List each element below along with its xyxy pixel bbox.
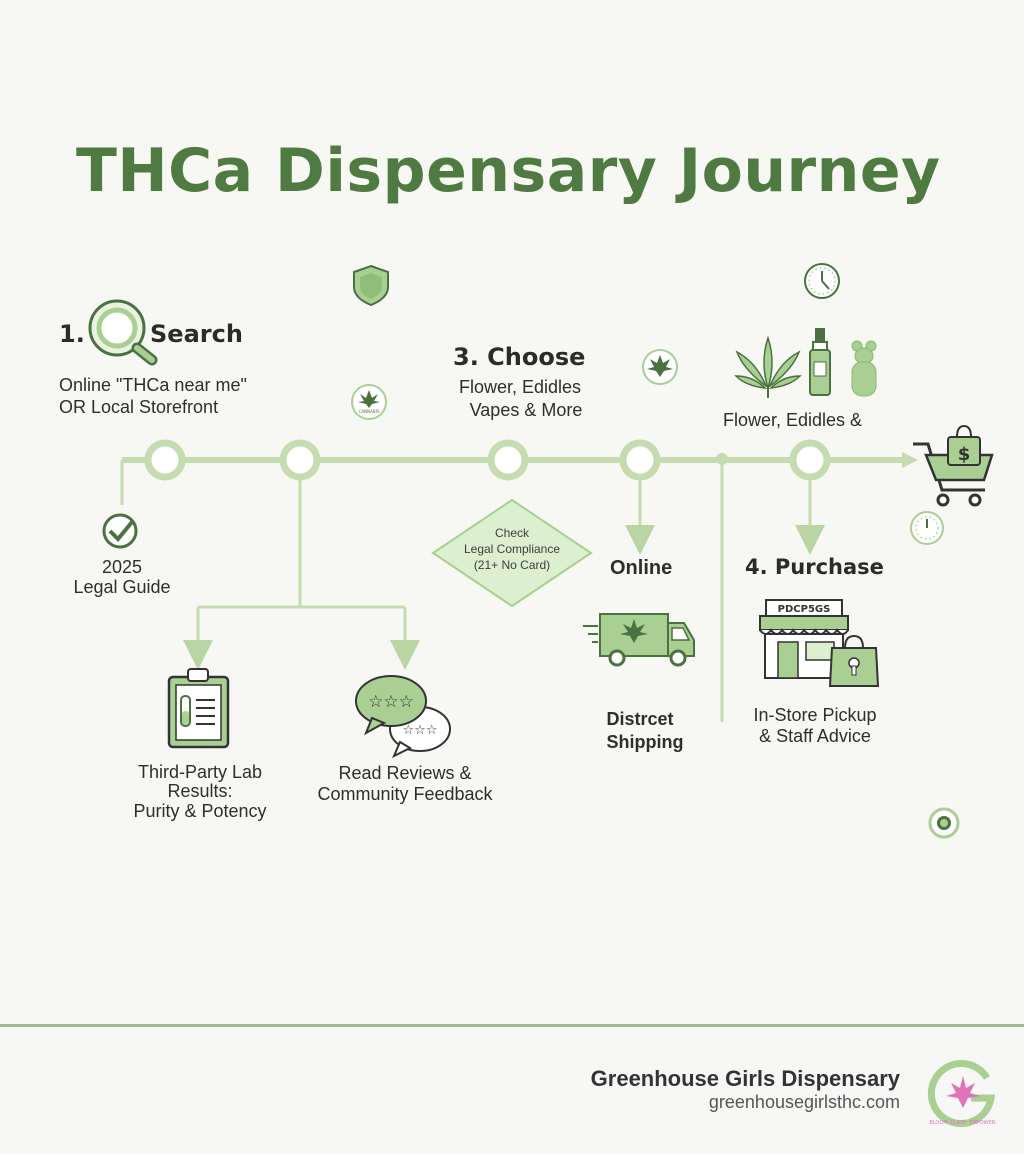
brand-logo[interactable]: BLOOM. ELATE. EMPOWER.: [925, 1054, 1001, 1130]
legal-guide-line1: 2025: [101, 557, 143, 577]
footer: [0, 1027, 1024, 1154]
search-desc-line1: Online "THCa near me": [59, 375, 247, 395]
shipping-line2: Shipping: [606, 732, 684, 752]
footer-brand-url[interactable]: greenhousegirlsthc.com: [708, 1092, 900, 1112]
step-1-number: 1.: [59, 320, 85, 348]
lab-line1: Third-Party Lab: [137, 762, 263, 782]
bottle-icon: [809, 328, 831, 396]
footer-divider: [0, 1024, 1024, 1027]
store-sign-text: PDCP5GS: [778, 604, 831, 615]
logo-ring-text: BLOOM. ELATE. EMPOWER.: [929, 1120, 997, 1126]
pickup-line2: & Staff Advice: [759, 726, 871, 746]
reviews-line1: Read Reviews &: [338, 763, 472, 783]
cannabis-leaf-icon: [734, 335, 802, 398]
step-3-label: 3. Choose: [453, 343, 586, 371]
timeline-node-3: [487, 439, 529, 481]
magnifier-icon: [88, 299, 158, 366]
svg-text:☆☆☆: ☆☆☆: [403, 723, 438, 738]
logo-leaf-icon: [946, 1076, 980, 1108]
footer-brand-name[interactable]: Greenhouse Girls Dispensary: [590, 1066, 900, 1091]
compliance-line3: (21+ No Card): [474, 558, 550, 572]
storefront-icon: PDCP5GS: [759, 599, 880, 687]
journey-diagram: CANNABIS: [88, 263, 994, 839]
timeline-node-1: [144, 439, 186, 481]
lab-line2: Results:: [167, 781, 233, 801]
svg-text:$: $: [958, 444, 971, 465]
clock-icon: [804, 263, 840, 299]
choose-desc-line1: Flower, Edidles: [458, 377, 582, 397]
shopping-cart-icon: $: [913, 424, 994, 507]
reviews-icon: ☆☆☆ ☆☆☆: [355, 675, 451, 759]
timeline-arrowhead: [902, 452, 918, 468]
checkmark-icon: [102, 513, 138, 549]
gummy-bear-icon: [851, 340, 877, 397]
cannabis-badge-text: CANNABIS: [359, 409, 380, 414]
timeline-node-5: [789, 439, 831, 481]
target-icon: [928, 807, 960, 839]
compliance-line1: Check: [495, 526, 530, 540]
svg-text:☆☆☆: ☆☆☆: [368, 692, 414, 712]
delivery-truck-icon: [583, 613, 695, 667]
products-label: Flower, Edidles &: [723, 410, 863, 430]
compliance-diamond: [431, 498, 593, 608]
online-label: Online: [610, 557, 673, 579]
choose-desc-line2: Vapes & More: [469, 400, 583, 420]
timer-icon: [910, 511, 944, 545]
cannabis-badge-icon: CANNABIS: [351, 384, 387, 420]
pickup-line1: In-Store Pickup: [753, 705, 877, 725]
clipboard-icon: [167, 668, 230, 749]
separator-dot: [716, 453, 728, 465]
step-1-label: Search: [150, 320, 243, 348]
leaf-badge-icon: [642, 349, 678, 385]
page-title: THCa Dispensary Journey: [76, 136, 941, 206]
lab-line3: Purity & Potency: [133, 801, 267, 821]
search-desc-line2: OR Local Storefront: [59, 397, 219, 417]
step-4-label: 4. Purchase: [745, 555, 884, 579]
reviews-line2: Community Feedback: [317, 784, 493, 804]
timeline-node-4: [619, 439, 661, 481]
logo-g-letter: [927, 1060, 996, 1127]
shipping-line1: Distrcet: [606, 709, 674, 729]
shield-icon: [353, 264, 389, 307]
timeline-node-2: [279, 439, 321, 481]
legal-guide-line2: Legal Guide: [73, 577, 171, 597]
compliance-line2: Legal Compliance: [464, 542, 560, 556]
